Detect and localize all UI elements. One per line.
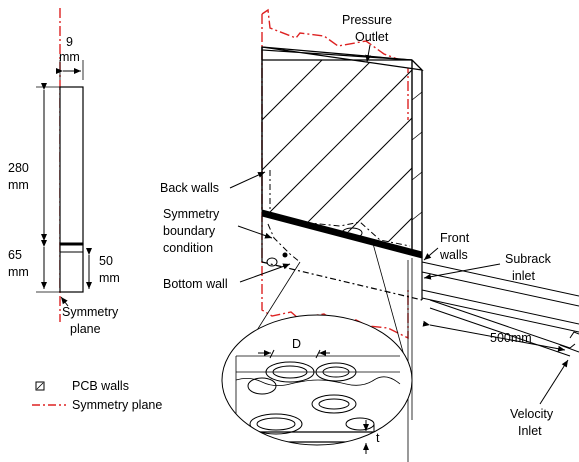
- symmetry-plane-label-1: Symmetry: [62, 305, 119, 319]
- velocity-inlet-pointer: [539, 359, 569, 405]
- legend-pcb-walls: PCB walls: [72, 379, 129, 393]
- width-unit: mm: [59, 50, 80, 64]
- pitch-label: D: [292, 337, 301, 351]
- legend: PCB walls Symmetry plane: [32, 379, 162, 412]
- side-view-board-lower: [59, 243, 84, 293]
- symmetry-bc-pointer: [237, 225, 273, 239]
- back-walls-label: Back walls: [160, 181, 219, 195]
- isometric-view: Pressure Outlet Back walls Symmetry boun…: [160, 8, 579, 462]
- symmetry-bc-label-2: boundary: [163, 224, 216, 238]
- component-mark: [341, 227, 363, 239]
- inlet-height-value: 50: [99, 254, 113, 268]
- side-view: 9 mm 280 mm 65 mm 50 mm Symmetry plane: [8, 8, 120, 336]
- upper-height-value: 280: [8, 161, 29, 175]
- legend-symmetry-plane: Symmetry plane: [72, 398, 162, 412]
- subrack-inlet-label-1: Subrack: [505, 252, 552, 266]
- front-walls-label-1: Front: [440, 231, 470, 245]
- pressure-outlet-label-1: Pressure: [342, 13, 392, 27]
- subrack-inlet-pointer: [423, 263, 501, 280]
- pressure-outlet-pointer: [365, 44, 372, 63]
- velocity-inlet-label-2: Inlet: [518, 424, 542, 438]
- symmetry-plane-label-2: plane: [70, 322, 101, 336]
- bottom-wall-pointer: [239, 263, 291, 283]
- pcb-walls-swatch-hatch: [36, 382, 44, 390]
- lower-height-value: 65: [8, 248, 22, 262]
- pressure-outlet-label-2: Outlet: [355, 30, 389, 44]
- bottom-wall-label: Bottom wall: [163, 277, 228, 291]
- zoom-line-right: [371, 239, 409, 371]
- symmetry-plane-pointer: [60, 296, 69, 307]
- detail-view: D t: [221, 314, 413, 454]
- front-walls-label-2: walls: [439, 248, 468, 262]
- velocity-inlet-label-1: Velocity: [510, 407, 554, 421]
- lower-height-unit: mm: [8, 265, 29, 279]
- duct-length-arrow: [422, 320, 566, 352]
- inlet-height-unit: mm: [99, 271, 120, 285]
- symmetry-bc-label-1: Symmetry: [163, 207, 220, 221]
- bottom-wall-edge: [261, 261, 423, 301]
- front-walls-pointer: [423, 247, 439, 261]
- symmetry-bc-label-3: condition: [163, 241, 213, 255]
- width-label: 9: [66, 35, 73, 49]
- back-walls-pointer: [229, 171, 266, 189]
- upper-height-unit: mm: [8, 178, 29, 192]
- thickness-label: t: [376, 431, 380, 445]
- subrack-inlet-label-2: inlet: [512, 269, 535, 283]
- pcb-hatching: [262, 60, 412, 248]
- side-view-board-upper: [59, 86, 84, 245]
- symmetry-bc-trace: [269, 170, 411, 247]
